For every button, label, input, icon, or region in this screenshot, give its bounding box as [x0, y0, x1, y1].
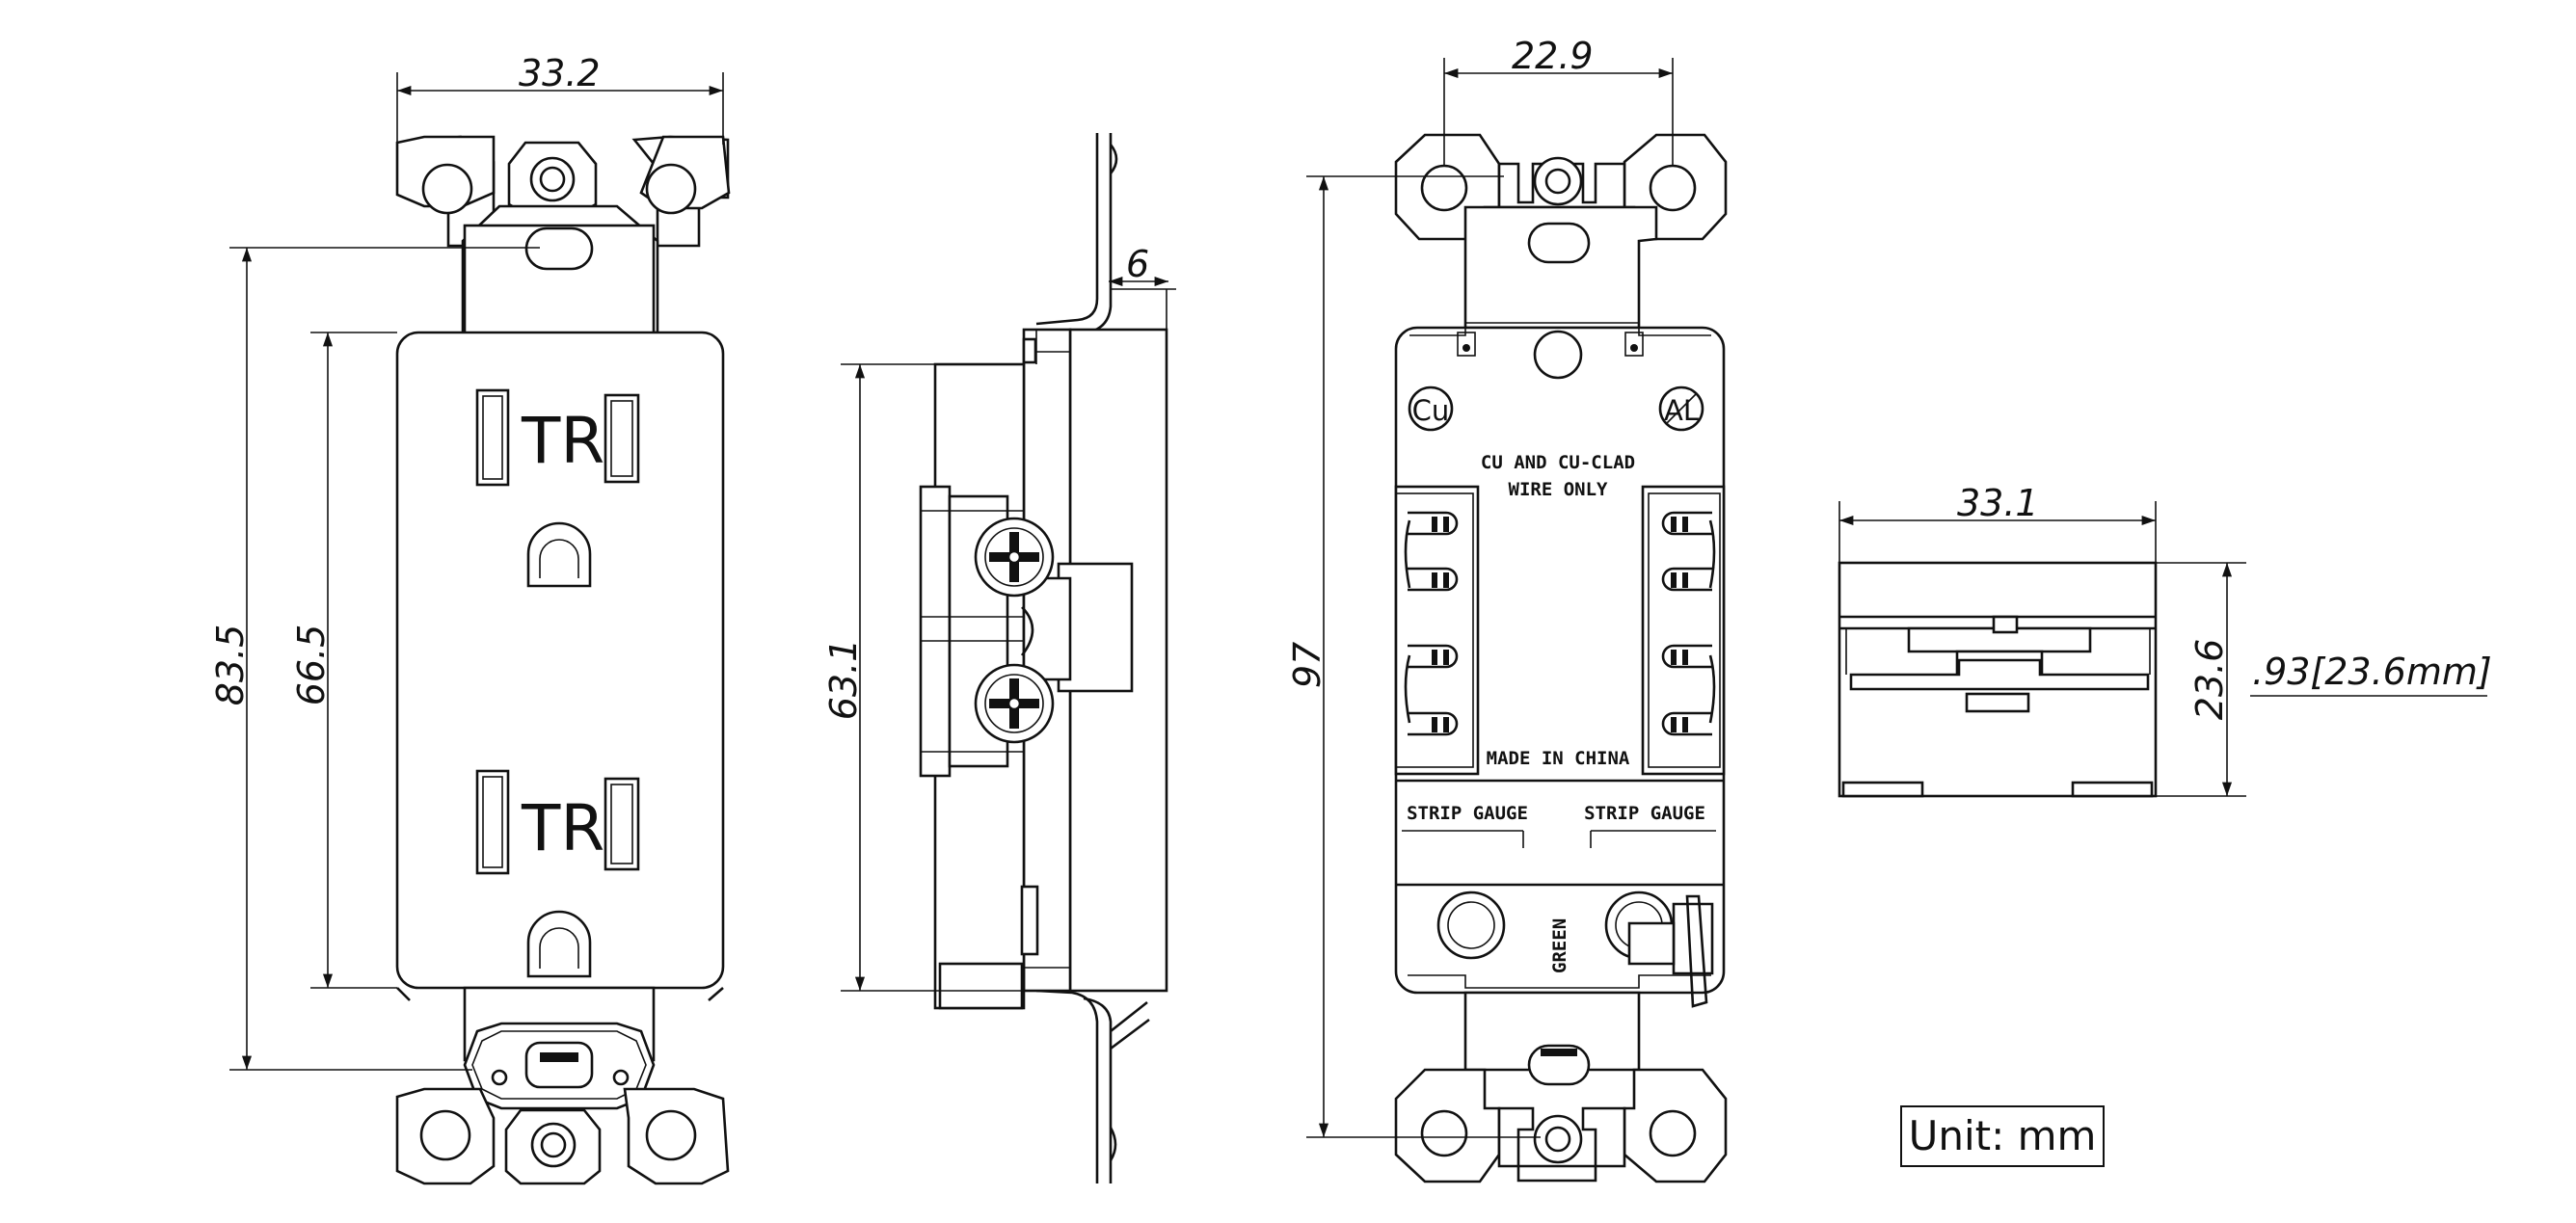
side-terminal-screw-lower [974, 663, 1055, 744]
front-top-strap [395, 135, 731, 335]
wire-note-line-1: CU AND CU-CLAD [1481, 452, 1635, 473]
back-mounting-hole-top-left [1420, 164, 1468, 212]
side-view: 6 63.1 [822, 133, 1176, 1183]
back-view: Cu AL CU AND CU-CLAD WIRE ONLY [1286, 35, 1728, 1183]
front-bottom-screw-inner [540, 1131, 567, 1158]
unit-label-box [1900, 1105, 2105, 1167]
end-depth-imperial-dimension: .93[23.6mm] [2252, 651, 2492, 693]
back-mounting-hole-bottom-right [1649, 1109, 1697, 1157]
side-strap-top [1035, 133, 1099, 326]
front-bottom-slot [524, 1041, 594, 1089]
front-dimensions: 33.2 83.5 66.5 [209, 52, 724, 1071]
end-view: 33.1 23.6 .93[23.6mm] [1838, 482, 2492, 798]
back-corner-marks [1457, 332, 1644, 357]
front-face-height-dimension: 66.5 [290, 625, 333, 706]
cu-mark: Cu [1412, 394, 1450, 427]
upper-receptacle-ground-hole [526, 521, 592, 588]
back-dimensions: 22.9 97 [1286, 35, 1674, 1138]
end-width-dimension: 33.1 [1957, 482, 2039, 524]
back-mounting-hole-top-right [1649, 164, 1697, 212]
end-depth-dimension: 23.6 [2188, 639, 2231, 721]
front-bottom-strap [395, 986, 730, 1185]
upper-receptacle: TR [475, 388, 640, 588]
back-overall-height-dimension: 97 [1286, 642, 1328, 688]
lower-receptacle-ground-hole [526, 910, 592, 978]
side-face-depth-dimension: 6 [1126, 243, 1149, 285]
side-terminal-screw-upper [974, 517, 1055, 598]
back-top-strap [1394, 133, 1728, 330]
wire-note-line-2: WIRE ONLY [1509, 479, 1609, 500]
side-dimensions: 6 63.1 [822, 243, 1176, 992]
front-view: TR TR [209, 52, 731, 1185]
back-mounting-hole-bottom-left [1420, 1109, 1468, 1157]
back-center-hole [1533, 330, 1583, 380]
lower-receptacle-right-slot [604, 777, 640, 871]
back-terminal-block-left [1394, 485, 1480, 776]
front-overall-height-dimension: 83.5 [209, 625, 252, 706]
end-dimensions: 33.1 23.6 .93[23.6mm] [1838, 482, 2492, 797]
front-top-screw-inner [539, 166, 566, 193]
back-bottom-screw-inner [1544, 1126, 1571, 1153]
front-top-slot [524, 226, 594, 271]
upper-receptacle-left-slot [475, 388, 510, 487]
side-body-height-dimension: 63.1 [822, 639, 865, 721]
upper-receptacle-tr-mark: TR [521, 404, 604, 478]
cu-mark-circle [1408, 386, 1454, 432]
unit-label: Unit: mm [1900, 1105, 2105, 1167]
origin-note: MADE IN CHINA [1487, 748, 1630, 769]
unit-label-text: Unit: mm [1909, 1112, 2097, 1159]
strip-gauge-right: STRIP GAUGE [1584, 803, 1705, 824]
al-mark: AL [1664, 394, 1699, 427]
strip-gauge-left: STRIP GAUGE [1407, 803, 1528, 824]
front-mounting-hole-bottom-right [645, 1109, 697, 1161]
back-hole-spacing-dimension: 22.9 [1512, 35, 1594, 77]
end-tab [1965, 692, 2030, 713]
back-terminal-block-right [1641, 485, 1726, 776]
front-mounting-hole-bottom-left [419, 1109, 471, 1161]
side-strap-bottom [1035, 989, 1099, 1183]
lower-receptacle-left-slot [475, 769, 510, 875]
lower-receptacle-tr-mark: TR [521, 791, 604, 865]
lower-receptacle: TR [475, 769, 640, 978]
back-bottom-strap [1394, 991, 1728, 1183]
back-top-slot [1527, 222, 1591, 264]
upper-receptacle-right-slot [604, 393, 640, 484]
ground-label: GREEN [1549, 918, 1570, 973]
front-mounting-hole-top-left [421, 163, 473, 215]
front-mounting-hole-top-right [645, 163, 697, 215]
back-top-screw-inner [1544, 168, 1571, 195]
front-width-dimension: 33.2 [519, 52, 601, 94]
